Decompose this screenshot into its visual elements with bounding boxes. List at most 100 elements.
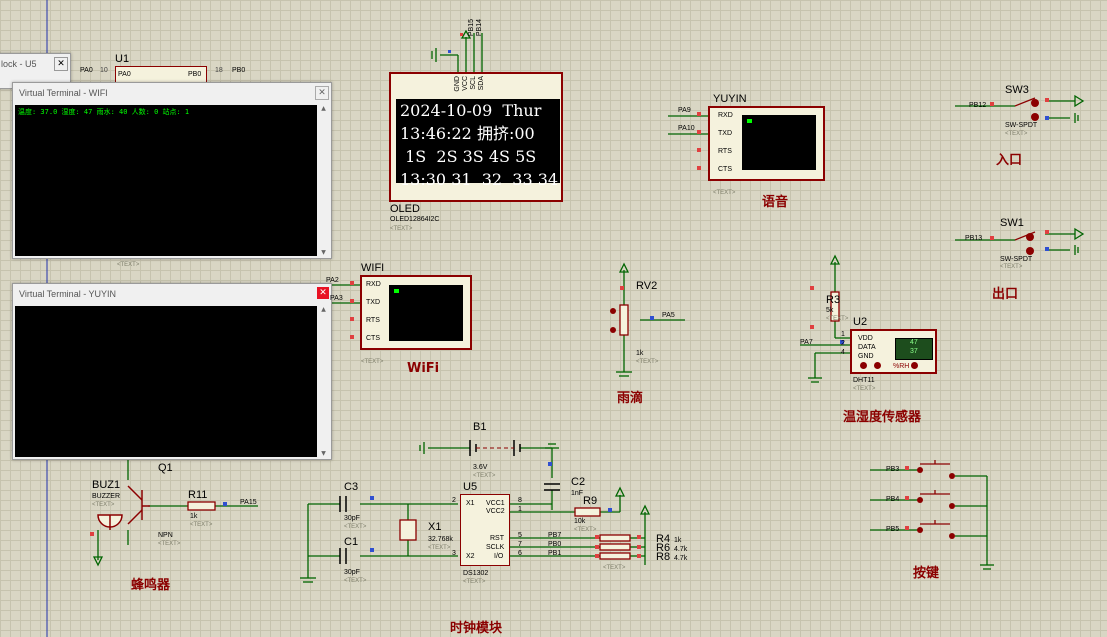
oled-screen: 2024-10-09 Thur 13:46:22 拥挤:00 1S 2S 3S … — [396, 99, 560, 189]
c1-placeholder: <TEXT> — [344, 578, 367, 584]
oled-pin-scl: SCL — [470, 76, 477, 90]
oled-ref: OLED — [390, 203, 420, 215]
oled-net-pb14: PB14 — [476, 19, 483, 37]
r9-placeholder: <TEXT> — [574, 527, 597, 533]
yuyin-terminal-output[interactable] — [15, 306, 317, 457]
yuyin-pin-rxd: RXD — [718, 112, 733, 119]
dht-placeholder: <TEXT> — [853, 386, 876, 392]
buzzer-label: 蜂鸣器 — [131, 578, 171, 593]
rv2-label: 雨滴 — [617, 391, 644, 406]
yuyin-terminal-title: Virtual Terminal - YUYIN — [19, 289, 117, 299]
yuyin-pin-cts: CTS — [718, 166, 732, 173]
u5-pin-vcc2: VCC2 — [486, 508, 505, 515]
sw3-toggle[interactable] — [1012, 96, 1042, 120]
oled-line-3: 1S 2S 3S 4S 5S — [400, 147, 537, 166]
u5-pin-sclk: SCLK — [486, 544, 505, 551]
q1-ref: Q1 — [158, 462, 173, 474]
partial-window-title: lock - U5 — [1, 59, 37, 69]
oled-pin-gnd: GND — [454, 76, 461, 92]
wifi-pin-txd: TXD — [366, 299, 380, 306]
u5-pin-num-2: 2 — [452, 497, 456, 504]
u5-pin-io: I/O — [494, 553, 504, 560]
partial-window-close-icon[interactable]: ✕ — [54, 57, 68, 71]
x1-placeholder: <TEXT> — [428, 545, 451, 551]
dht-button-mode[interactable] — [911, 362, 918, 369]
r9-ref: R9 — [583, 495, 598, 507]
dht-button-down[interactable] — [860, 362, 867, 369]
button-pb4[interactable] — [918, 488, 956, 508]
r3-ref: R3 — [826, 294, 841, 306]
r11-ref: R11 — [188, 489, 208, 501]
buzzer-placeholder: <TEXT> — [92, 502, 115, 508]
buttons-label: 按键 — [913, 566, 940, 581]
oled-line-4: 13:30 31 32 33 34 — [400, 170, 559, 189]
c3-placeholder: <TEXT> — [344, 524, 367, 530]
button-net-pb5: PB5 — [886, 526, 900, 533]
resistor-pack-placeholder: <TEXT> — [603, 565, 626, 571]
wifi-terminal-output[interactable]: 温度: 37.0 湿度: 47 雨水: 40 人数: 0 站点: 1 — [15, 105, 317, 256]
dht-pin-data: DATA — [858, 344, 876, 351]
c1-ref: C1 — [344, 536, 359, 548]
yuyin-placeholder: <TEXT> — [713, 190, 736, 196]
oled-line-1: 2024-10-09 Thur — [400, 101, 542, 120]
rv2-ref: RV2 — [636, 280, 658, 292]
u1-pin-pa0: PA0 — [118, 71, 131, 78]
sw3-ref: SW3 — [1005, 84, 1029, 96]
wifi-pin-rxd: RXD — [366, 281, 381, 288]
r8-ref: R8 — [656, 551, 671, 563]
ds1302-chip[interactable] — [460, 494, 510, 566]
wifi-net-pa2: PA2 — [326, 277, 339, 284]
wifi-screen — [389, 285, 463, 341]
u1-pin-num-18: 18 — [215, 67, 223, 74]
u5-pin-num-5: 5 — [518, 532, 522, 539]
u5-pin-num-7: 7 — [518, 541, 522, 548]
sw1-label: 出口 — [992, 287, 1019, 302]
u5-pin-num-1: 1 — [518, 506, 522, 513]
sw3-net: PB12 — [969, 102, 987, 109]
dht-unit: %RH — [893, 363, 910, 370]
buzzer-ref: BUZ1 — [92, 479, 121, 491]
dht-pin-num-4: 4 — [841, 349, 845, 356]
dht-pin-vdd: VDD — [858, 335, 873, 342]
u5-pin-rst: RST — [490, 535, 504, 542]
u1-pin-num-10: 10 — [100, 67, 108, 74]
x1-value: 32.768k — [428, 536, 453, 543]
oled-pin-vcc: VCC — [462, 76, 469, 91]
u1-net-pb0: PB0 — [232, 67, 246, 74]
yuyin-terminal-scrollbar[interactable]: ▲ ▼ — [318, 306, 329, 457]
wifi-terminal-close-icon[interactable]: ✕ — [315, 86, 329, 100]
dht-readout-temp: 37 — [910, 348, 918, 355]
u5-placeholder: <TEXT> — [463, 579, 486, 585]
wifi-net-pa3: PA3 — [330, 295, 343, 302]
u5-pin-num-8: 8 — [518, 497, 522, 504]
yuyin-terminal-close-icon[interactable]: ✕ — [317, 287, 329, 299]
u1-pin-pb0: PB0 — [188, 71, 202, 78]
rv2-placeholder: <TEXT> — [636, 359, 659, 365]
wifi-terminal-window[interactable]: Virtual Terminal - WIFI ✕ 温度: 37.0 湿度: 4… — [12, 82, 332, 259]
button-pb3[interactable] — [918, 458, 956, 478]
wifi-terminal-title: Virtual Terminal - WIFI — [19, 88, 108, 98]
u5-pin-num-6: 6 — [518, 550, 522, 557]
yuyin-cursor — [747, 119, 752, 123]
dht-pin-gnd: GND — [858, 353, 874, 360]
clock-label: 时钟模块 — [450, 621, 503, 636]
rv2-value: 1k — [636, 350, 644, 357]
sw1-net: PB13 — [965, 235, 983, 242]
sw1-placeholder: <TEXT> — [1000, 264, 1023, 270]
yuyin-pin-rts: RTS — [718, 148, 732, 155]
sw3-placeholder: <TEXT> — [1005, 131, 1028, 137]
wifi-pin-rts: RTS — [366, 317, 380, 324]
oled-line-2: 13:46:22 拥挤:00 — [400, 124, 535, 143]
u5-pin-x1: X1 — [466, 500, 475, 507]
q1-part: NPN — [158, 532, 173, 539]
r3-value: 5k — [826, 307, 834, 314]
sw1-toggle[interactable] — [1012, 228, 1042, 254]
clock-net-pb7: PB7 — [548, 532, 562, 539]
button-net-pb4: PB4 — [886, 496, 900, 503]
button-pb5[interactable] — [918, 518, 956, 538]
wifi-terminal-scrollbar[interactable]: ▲ ▼ — [318, 105, 329, 256]
u5-part: DS1302 — [463, 570, 489, 577]
yuyin-terminal-window[interactable]: Virtual Terminal - YUYIN ✕ ▲ ▼ — [12, 283, 332, 460]
dht-button-up[interactable] — [874, 362, 881, 369]
r11-value: 1k — [190, 513, 198, 520]
